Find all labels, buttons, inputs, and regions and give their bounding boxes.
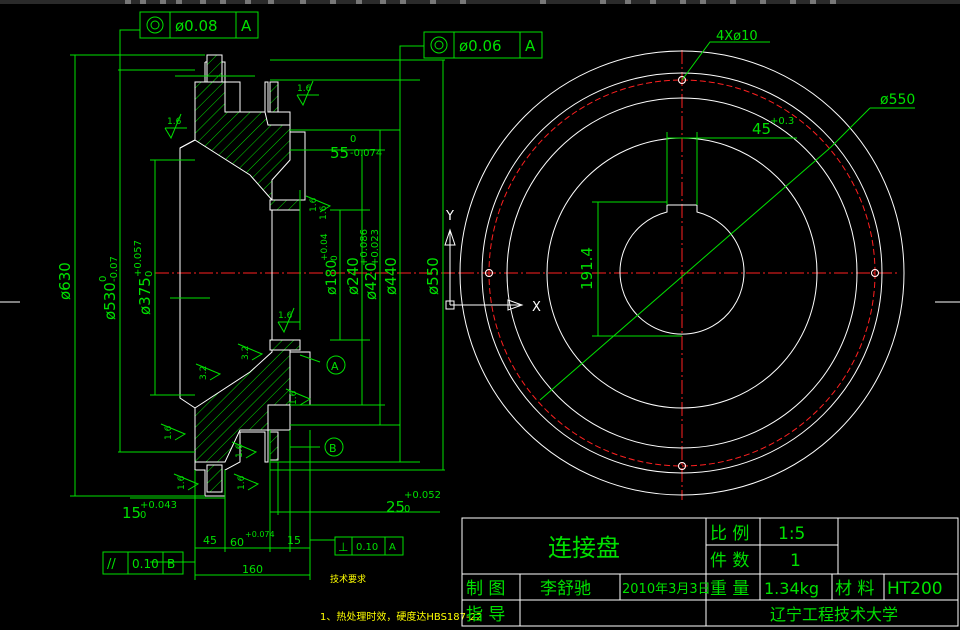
dimensions-w55: 55 <box>330 144 349 162</box>
roughness-3: 1.6 <box>278 311 293 321</box>
roughness-9: 3.2 <box>199 366 209 380</box>
weight-value: 1.34kg <box>764 579 819 598</box>
roughness-1: 1.6 <box>167 117 182 127</box>
dimensions-w60-tol: +0.074 <box>245 530 275 539</box>
notes-line1: 1、热处理时效，硬度达HBS187-22 <box>320 610 482 623</box>
dim-w45: 45 <box>203 534 217 547</box>
dimensions-d375-tol-lo: 0 <box>144 271 155 277</box>
dimensions-key45-tol: +0.3 <box>770 116 794 127</box>
dimensions-d420: ø420 <box>362 262 380 300</box>
datum-b: B <box>324 437 344 457</box>
datums-a: A <box>331 360 339 373</box>
drawn-by: 李舒驰 <box>540 579 591 599</box>
dim-w60: 60 +0.074 <box>230 530 275 549</box>
dim-key45: 45 +0.3 <box>752 116 794 138</box>
dim-right-d550: ø550 <box>880 92 915 108</box>
datums-b: B <box>329 442 337 455</box>
roughness-10: 3.2 <box>241 346 251 360</box>
roughness-5: 1.6 <box>164 425 174 440</box>
dimensions-w15: 15 <box>122 504 141 522</box>
section-view <box>70 29 460 580</box>
tolerance-frame-parallel: // 0.10 B <box>102 551 184 575</box>
dim-d240: ø240 <box>344 257 362 295</box>
date: 2010年3月3日 <box>622 582 711 597</box>
dim-key191: 191.4 <box>578 247 596 290</box>
dimensions-d180-tol-up: +0.04 <box>320 233 330 261</box>
guide-label: 指 导 <box>466 605 505 625</box>
dimensions-w60: 60 <box>230 536 244 549</box>
tol-datum: A <box>241 17 252 35</box>
notes-heading: 技术要求 <box>330 573 366 585</box>
toolbar-strip <box>0 0 960 4</box>
tol-symbol: // <box>107 557 116 572</box>
school-name: 辽宁工程技术大学 <box>770 605 898 624</box>
dimensions-w55-tol-up: 0 <box>350 134 356 145</box>
dimensions-d420-tol-lo: +0.023 <box>370 229 381 266</box>
tol-datum: A <box>389 542 396 553</box>
dim-d375: ø375 +0.057 0 <box>133 240 155 315</box>
roughness-8: 1.6 <box>237 475 247 490</box>
part-name: 连接盘 <box>548 534 620 562</box>
dim-w160: 160 <box>242 563 263 576</box>
dim-d440: ø440 <box>382 257 400 295</box>
dim-d530: ø530 0 -0.07 <box>98 256 120 320</box>
dimensions-d375-tol-up: +0.057 <box>133 240 144 277</box>
roughness-7: 1.6 <box>177 475 187 490</box>
dimensions-d180-tol-lo: 0 <box>330 255 340 261</box>
dimensions-d375: ø375 <box>136 277 154 315</box>
axis-y-label: Y <box>445 209 454 224</box>
dimensions-w15-tol-lo: 0 <box>140 510 146 521</box>
ucs-icon: Y X <box>444 209 541 315</box>
tolerance-frame-perp: ⊥ 0.10 A <box>334 536 404 556</box>
qty-value: 1 <box>790 551 801 571</box>
dim-w15b: 15 <box>287 534 301 547</box>
roughness-0: 1.6 <box>297 84 312 94</box>
dim-d180: ø180 +0.04 0 <box>320 233 340 295</box>
roughness-4: 1.6 <box>289 390 299 405</box>
dimensions-w55-tol-lo: -0.074 <box>350 148 382 159</box>
roughness-6: 1.6 <box>235 443 245 458</box>
dimensions-key45: 45 <box>752 120 771 138</box>
roughness-2: 1.6 <box>309 197 319 212</box>
qty-label: 件 数 <box>710 551 749 571</box>
tol-value: ø0.06 <box>459 37 502 55</box>
dim-w55: 55 0 -0.074 <box>330 134 382 162</box>
scale-label: 比 例 <box>710 524 749 544</box>
front-view <box>459 41 915 500</box>
roughness-11: 1.6 <box>319 205 329 220</box>
title-block <box>461 517 959 627</box>
weight-label: 重 量 <box>710 579 749 599</box>
dim-d420: ø420 +0.086 +0.023 <box>359 229 381 300</box>
dimensions-d530-tol-lo: -0.07 <box>109 256 120 282</box>
tol-datum: B <box>167 557 175 571</box>
material-label: 材 料 <box>835 579 874 599</box>
dimensions-d530: ø530 <box>101 282 119 320</box>
dimensions-d420-tol-up: +0.086 <box>359 229 370 266</box>
tol-symbol: ⊥ <box>338 540 348 554</box>
datum-a: A <box>326 355 346 375</box>
dimensions-d180: ø180 <box>324 260 340 295</box>
tol-value: ø0.08 <box>175 17 218 35</box>
tolerance-frame-top-left: ø0.08 A <box>139 11 259 39</box>
dimensions-w25-tol-up: +0.052 <box>404 490 441 501</box>
material-value: HT200 <box>887 579 943 599</box>
dimensions-w15-tol-up: +0.043 <box>140 500 177 511</box>
dim-d550: ø550 <box>424 257 442 295</box>
tolerance-frame-top-right: ø0.06 A <box>423 31 543 59</box>
dim-holes: 4Xø10 <box>716 29 758 44</box>
dim-d630: ø630 <box>56 262 74 300</box>
drawn-label: 制 图 <box>466 579 505 599</box>
roughness-symbols: 1.6 1.6 1.6 1.6 1.6 1.6 1.6 1.6 1.6 3.2 … <box>160 80 332 491</box>
scale-value: 1:5 <box>778 524 805 544</box>
tol-datum: A <box>525 37 536 55</box>
axis-x-label: X <box>532 300 541 315</box>
dimensions-d530-tol-up: 0 <box>98 276 109 282</box>
dimensions-w25-tol-lo: 0 <box>404 504 410 515</box>
dim-w25: 25 +0.052 0 <box>386 490 441 516</box>
dimensions-w25: 25 <box>386 498 405 516</box>
dim-w15: 15 +0.043 0 <box>122 500 177 522</box>
tol-value: 0.10 <box>356 542 378 553</box>
tol-value: 0.10 <box>132 557 159 571</box>
